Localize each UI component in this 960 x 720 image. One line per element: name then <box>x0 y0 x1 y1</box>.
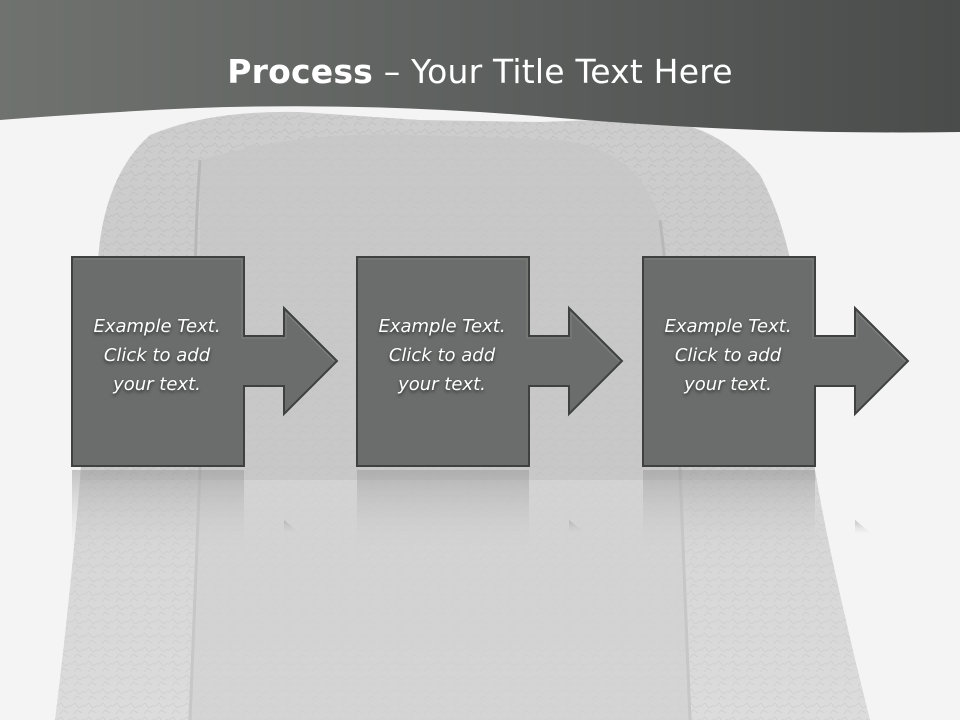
title-rest: – Your Title Text Here <box>373 52 733 91</box>
process-step-3[interactable]: Example Text. Click to add your text. <box>642 256 914 468</box>
step-line-1: Example Text. <box>378 316 506 337</box>
step-text[interactable]: Example Text. Click to add your text. <box>356 312 528 399</box>
header-band <box>0 0 960 133</box>
slide-title[interactable]: Process – Your Title Text Here <box>0 52 960 91</box>
process-step-2[interactable]: Example Text. Click to add your text. <box>356 256 628 468</box>
step-text[interactable]: Example Text. Click to add your text. <box>642 312 814 399</box>
step-line-3: your text. <box>398 374 486 395</box>
step-line-3: your text. <box>113 374 201 395</box>
step-line-3: your text. <box>684 374 772 395</box>
step-box-arrow <box>71 256 339 467</box>
step-reflection-1 <box>72 470 301 550</box>
step-reflection-3 <box>643 470 872 550</box>
step-line-1: Example Text. <box>93 316 221 337</box>
step-line-2: Click to add <box>103 345 211 366</box>
step-box-arrow <box>642 256 910 467</box>
step-line-2: Click to add <box>674 345 782 366</box>
step-line-2: Click to add <box>388 345 496 366</box>
step-reflection-2 <box>357 470 586 550</box>
step-line-1: Example Text. <box>664 316 792 337</box>
step-box-arrow <box>356 256 624 467</box>
process-step-1[interactable]: Example Text. Click to add your text. <box>71 256 343 468</box>
title-bold: Process <box>227 52 374 91</box>
step-text[interactable]: Example Text. Click to add your text. <box>71 312 243 399</box>
